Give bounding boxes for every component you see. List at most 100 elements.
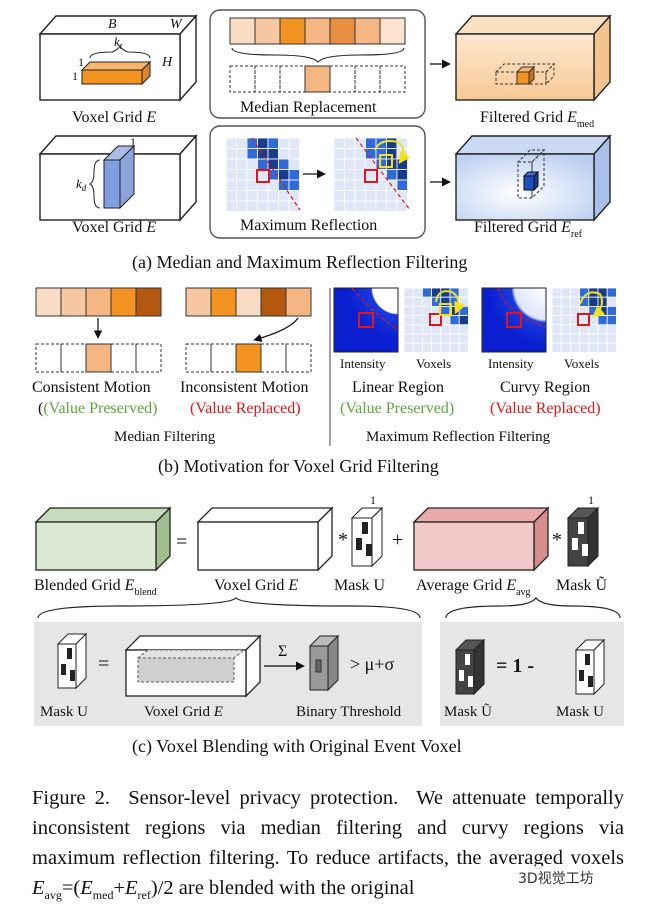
voxel-cell <box>278 137 290 149</box>
threshold-icon <box>308 634 340 692</box>
voxel-cell <box>588 342 599 353</box>
consistent-result-cell <box>85 343 112 373</box>
max-reflection-label: Maximum Reflection <box>240 217 377 234</box>
voxel-cell <box>396 169 408 181</box>
voxels-linear <box>403 287 469 353</box>
mask-ut-depth: 1 <box>588 493 594 507</box>
voxel-cell <box>606 305 617 316</box>
voxel-cell <box>225 169 237 181</box>
voxel-cell <box>225 148 237 160</box>
voxel-cell <box>597 287 608 298</box>
voxel-cell <box>458 287 469 298</box>
voxel-cell <box>267 190 279 202</box>
voxel-cell <box>288 137 300 149</box>
eq-sign-2: = <box>98 653 109 675</box>
voxel-cell <box>440 342 451 353</box>
voxel-cell <box>560 315 571 326</box>
curvy-note-text: (Value Replaced) <box>490 400 601 417</box>
eq-sign-1: = <box>176 531 187 553</box>
dim-h-label: H <box>161 55 173 70</box>
curvy-arrow <box>579 291 606 318</box>
curvy-title: Curvy Region <box>500 379 590 396</box>
voxel-cell <box>344 158 356 170</box>
intensity-label-curvy: Intensity <box>488 356 534 371</box>
average-grid-box <box>412 506 550 572</box>
sub-voxel-grid-box <box>124 634 262 698</box>
voxel-cell <box>431 315 442 326</box>
voxel-cell <box>344 200 356 212</box>
sub-mask-u-icon-right <box>574 638 606 696</box>
reflection-boundary-after <box>355 137 411 211</box>
threshold-formula: > μ+σ <box>350 654 394 674</box>
voxel-cell <box>449 342 460 353</box>
voxel-cell <box>354 200 366 212</box>
voxel-box-row1 <box>38 14 198 102</box>
voxel-cell <box>588 315 599 326</box>
voxel-cell <box>597 342 608 353</box>
voxel-cell <box>421 342 432 353</box>
voxel-cell <box>606 342 617 353</box>
figure-caption: Figure 2. Sensor-level privacy protectio… <box>32 787 624 903</box>
star-1: * <box>338 529 348 551</box>
voxel-cell <box>579 333 590 344</box>
voxel-cell <box>375 190 387 202</box>
reflection-center-before <box>256 169 270 183</box>
voxel-cell <box>333 200 345 212</box>
voxel-cell <box>333 137 345 149</box>
sub-mask-ut-icon <box>454 638 486 696</box>
voxel-cell <box>551 305 562 316</box>
voxel-cell <box>588 333 599 344</box>
consistent-note-text: (Value Preserved) <box>43 400 157 417</box>
median-top-cells <box>229 17 406 45</box>
voxel-cell <box>365 200 377 212</box>
voxel-cell <box>354 190 366 202</box>
voxel-cell <box>458 305 469 316</box>
voxel-cell <box>440 324 451 335</box>
mask-ut-icon <box>566 506 600 568</box>
voxel-cell <box>288 158 300 170</box>
voxel-cell <box>403 333 414 344</box>
linear-center-marker <box>358 312 374 328</box>
voxel-cell <box>588 324 599 335</box>
voxel-cell <box>396 158 408 170</box>
voxel-cell <box>431 333 442 344</box>
sigma-label: Σ <box>278 643 287 660</box>
inconsistent-result-cell <box>235 343 262 373</box>
voxels-label-curvy: Voxels <box>564 356 599 371</box>
voxel-cell <box>412 305 423 316</box>
mask-u-depth: 1 <box>370 493 376 507</box>
voxel-cell <box>365 158 377 170</box>
voxel-cell <box>354 158 366 170</box>
blended-grid-label: Blended Grid Eblend <box>34 577 157 598</box>
kernel-kd-label: kd <box>76 176 87 193</box>
mask-ut-label: Mask Ũ <box>556 576 608 594</box>
voxel-cell <box>288 169 300 181</box>
voxel-box-row2 <box>38 134 198 222</box>
voxel-cell <box>396 200 408 212</box>
filtered-ref-box <box>454 134 612 222</box>
voxel-cell <box>278 169 290 181</box>
voxel-cell <box>403 342 414 353</box>
voxel-cell <box>333 190 345 202</box>
voxel-cell <box>403 287 414 298</box>
voxel-cell <box>551 342 562 353</box>
voxel-cell <box>257 158 269 170</box>
curvy-note: (Value Replaced) <box>490 400 601 417</box>
sub-mask-u-label: Mask U <box>40 704 88 720</box>
linear-boundary <box>351 287 399 331</box>
voxel-cell <box>278 148 290 160</box>
panel-c-caption: (c) Voxel Blending with Original Event V… <box>132 736 462 757</box>
max-reflection-title: Maximum Reflection Filtering <box>366 429 551 445</box>
voxel-cell <box>386 200 398 212</box>
voxel-cell <box>288 179 300 191</box>
consistent-note: ((Value Preserved) <box>38 400 158 417</box>
voxel-cell <box>412 315 423 326</box>
intensity-linear <box>333 287 399 353</box>
inconsistent-note: (Value Replaced) <box>190 400 301 417</box>
voxel-cell <box>246 169 258 181</box>
voxel-cell <box>570 324 581 335</box>
voxel-cell <box>560 287 571 298</box>
voxel-cell <box>449 333 460 344</box>
voxel-cell <box>458 315 469 326</box>
